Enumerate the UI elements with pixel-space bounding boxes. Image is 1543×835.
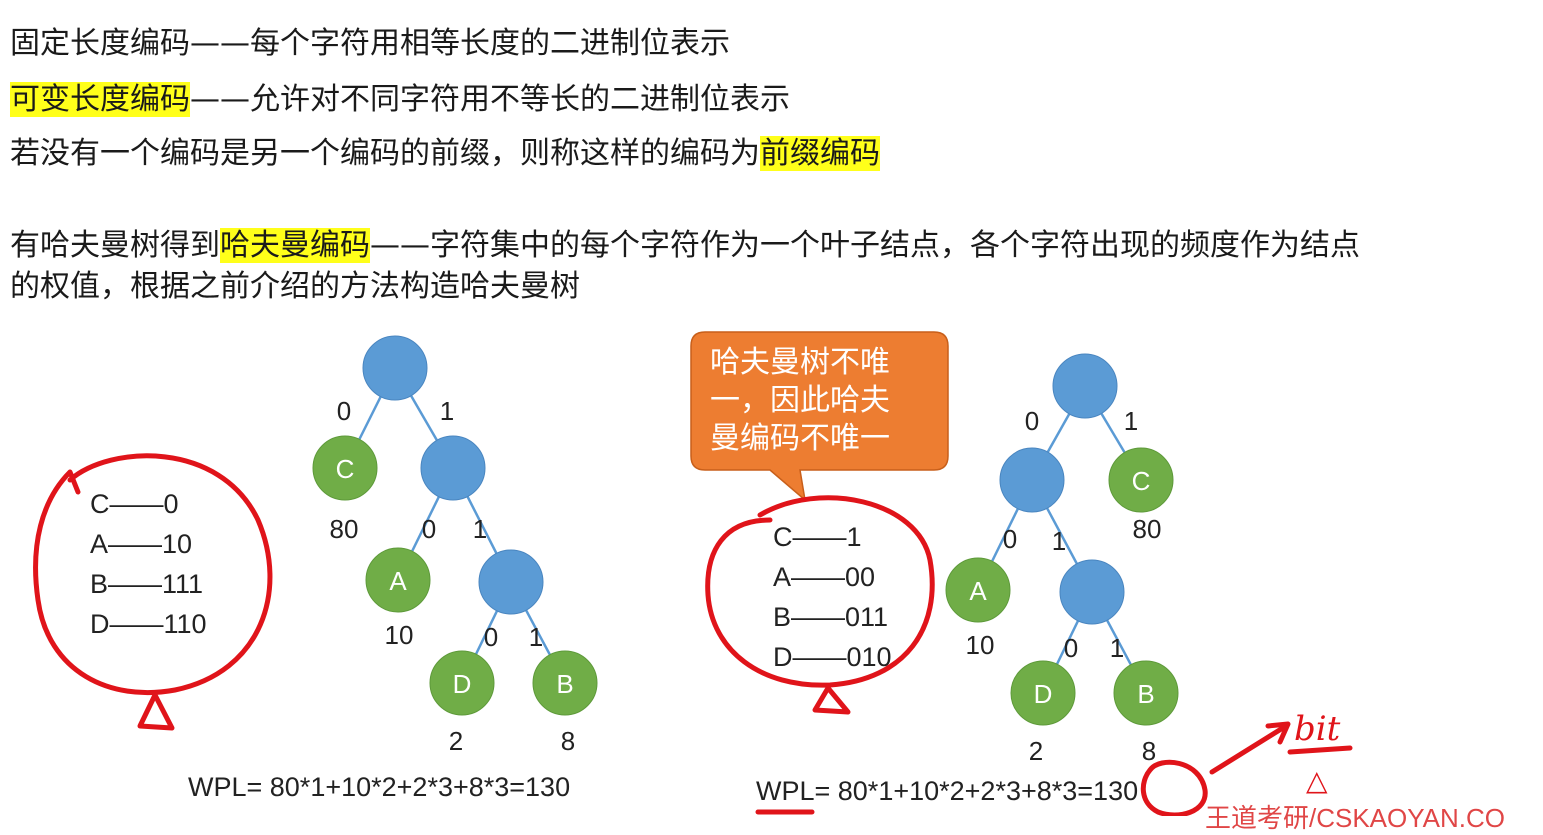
code-item: C——0: [90, 489, 179, 519]
tree1-edge-label: 0: [337, 396, 351, 426]
tree1-leaf-letter: A: [389, 566, 407, 596]
huffman-code-text-pre: 有哈夫曼树得到: [10, 228, 220, 263]
code-item: D——010: [773, 642, 892, 672]
tree2-weight: 10: [966, 630, 995, 660]
code-item: B——011: [773, 602, 889, 632]
code-item: C——1: [773, 522, 862, 552]
huffman-code-text-cont: 的权值，根据之前介绍的方法构造哈夫曼树: [10, 269, 580, 304]
tree2-leaf-letters: C A D B: [969, 466, 1154, 709]
variable-length-definition: 可变长度编码——允许对不同字符用不等长的二进制位表示: [10, 80, 790, 120]
tree1-weight: 8: [561, 726, 575, 756]
tree1-internal-node: [420, 435, 486, 501]
tree2-internal-node: [1059, 559, 1125, 625]
tree1-leaf-b: [532, 650, 598, 716]
tree1-code-list: C——0 A——10 B——111 D——110: [90, 484, 207, 644]
tree1-weight: 80: [330, 514, 359, 544]
ink-unit-bit: bit: [1294, 709, 1341, 749]
ink-annotations: [33, 453, 1353, 816]
tree2-weight: 80: [1133, 514, 1162, 544]
tree2-code-list: C——1 A——00 B——011 D——010: [773, 517, 892, 677]
variable-length-text: ——允许对不同字符用不等长的二进制位表示: [190, 82, 790, 117]
tree2-internal-node: [999, 447, 1065, 513]
tree2-edge-label: 1: [1124, 406, 1138, 436]
ink-circle-result: [1140, 759, 1208, 816]
tree2-weight: 2: [1029, 736, 1043, 766]
variable-length-term: 可变长度编码: [10, 82, 190, 117]
ink-unit-delta: △: [1306, 764, 1328, 797]
tree2-root-node: [1052, 353, 1118, 419]
tree1-weight: 2: [449, 726, 463, 756]
tree1-wpl: WPL= 80*1+10*2+2*3+8*3=130: [188, 772, 571, 802]
tree2-edge-label: 1: [1052, 526, 1066, 556]
tree2-nodes: [945, 353, 1179, 726]
ink-unit: bit △: [1294, 709, 1341, 797]
code-item: D——110: [90, 609, 207, 639]
tree2-leaf-d: [1010, 660, 1076, 726]
tree1-edge-label: 1: [473, 514, 487, 544]
tree2-leaf-letter: C: [1132, 466, 1151, 496]
tree2-edge-label: 0: [1064, 633, 1078, 663]
huffman-diagram: C A D B 0 1 0 1 0 1 80 10 2 8 C A D B: [33, 331, 1353, 816]
ink-delta-left: [137, 692, 175, 731]
tree2-edge-label: 1: [1110, 633, 1124, 663]
huffman-code-definition-cont: 的权值，根据之前介绍的方法构造哈夫曼树: [10, 267, 580, 307]
ink-delta-right: [812, 685, 851, 715]
ink-circle-right: [705, 495, 935, 688]
prefix-code-term: 前缀编码: [760, 136, 880, 171]
tree2-leaf-b: [1113, 660, 1179, 726]
ink-fraction-bar: [1287, 745, 1353, 755]
huffman-code-definition: 有哈夫曼树得到哈夫曼编码——字符集中的每个字符作为一个叶子结点，各个字符出现的频…: [10, 226, 1360, 266]
tree1-edge-label: 0: [422, 514, 436, 544]
tree2-leaf-c: [1108, 447, 1174, 513]
tree2-edge-label: 0: [1003, 524, 1017, 554]
tree1-internal-node: [478, 549, 544, 615]
tree1-nodes: [312, 335, 598, 716]
code-item: B——111: [90, 569, 204, 599]
callout-bubble: [690, 331, 949, 502]
tree2-leaf-letter: B: [1137, 679, 1154, 709]
tree1-leaf-letters: C A D B: [336, 454, 574, 699]
tree2-wpl-result: 130: [1093, 776, 1139, 806]
tree2-leaf-letter: D: [1034, 679, 1053, 709]
ink-circle-left: [33, 453, 273, 696]
tree1-leaf-a: [365, 547, 431, 613]
code-item: A——00: [773, 562, 876, 592]
prefix-code-definition: 若没有一个编码是另一个编码的前缀，则称这样的编码为前缀编码: [10, 134, 880, 174]
tree1-edge-label: 0: [484, 622, 498, 652]
tree2-edge-label: 0: [1025, 406, 1039, 436]
callout-line: 一，因此哈夫: [710, 383, 890, 418]
tree1-leaf-d: [429, 650, 495, 716]
prefix-code-text: 若没有一个编码是另一个编码的前缀，则称这样的编码为: [10, 136, 760, 171]
tree1-leaf-c: [312, 435, 378, 501]
callout-text: 哈夫曼树不唯 一，因此哈夫 曼编码不唯一: [690, 332, 948, 470]
tree1-edge-label: 1: [440, 396, 454, 426]
huffman-code-term: 哈夫曼编码: [220, 228, 370, 263]
tree1-edge-label: 1: [529, 622, 543, 652]
tree1-leaf-letter: D: [453, 669, 472, 699]
fixed-length-text: 固定长度编码——每个字符用相等长度的二进制位表示: [10, 26, 730, 61]
tree2-leaf-letter: A: [969, 576, 987, 606]
tree1-leaf-letter: B: [556, 669, 573, 699]
fixed-length-definition: 固定长度编码——每个字符用相等长度的二进制位表示: [10, 24, 730, 64]
callout-line: 哈夫曼树不唯: [710, 345, 890, 380]
tree1-labels: 0 1 0 1 0 1 80 10 2 8: [330, 396, 576, 756]
ink-arrow-head: [1265, 721, 1291, 745]
tree2-leaf-a: [945, 557, 1011, 623]
watermark: 王道考研/CSKAOYAN.CO: [1205, 803, 1506, 833]
tree1-weight: 10: [385, 620, 414, 650]
tree2-wpl: WPL= 80*1+10*2+2*3+8*3=130: [756, 776, 1138, 807]
tree2-labels: 0 1 0 1 0 1 80 10 2 8: [966, 406, 1162, 766]
ink-arrow-line: [1209, 723, 1289, 775]
callout-line: 曼编码不唯一: [710, 421, 890, 456]
huffman-code-text-rest: ——字符集中的每个字符作为一个叶子结点，各个字符出现的频度作为结点: [370, 228, 1360, 263]
tree2-weight: 8: [1142, 736, 1156, 766]
code-item: A——10: [90, 529, 193, 559]
tree1-root-node: [362, 335, 428, 401]
tree1-leaf-letter: C: [336, 454, 355, 484]
tree2-wpl-expression: WPL= 80*1+10*2+2*3+8*3=: [756, 776, 1094, 806]
